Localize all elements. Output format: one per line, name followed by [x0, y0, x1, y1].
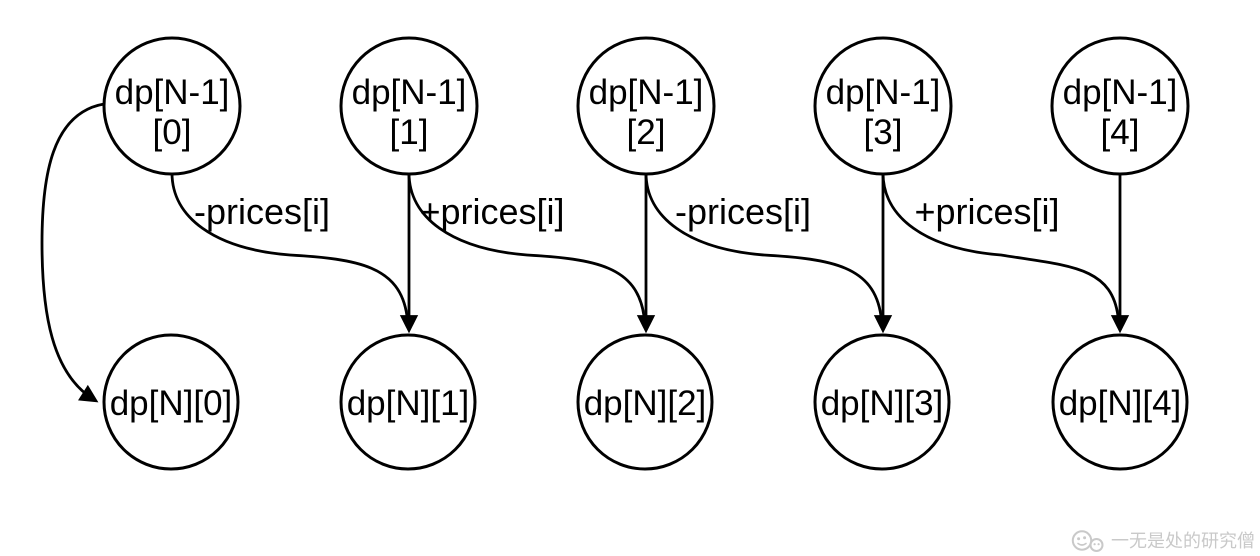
- node-label-line2: [0]: [153, 113, 192, 152]
- watermark-text: 一无是处的研究僧: [1111, 531, 1255, 551]
- node-circle: [1050, 36, 1190, 176]
- node-dpN-1-1: dp[N-1] [1]: [339, 36, 479, 176]
- node-label-line2: [1]: [390, 113, 429, 152]
- node-circle: [102, 333, 240, 471]
- node-dpN-3: dp[N][3]: [813, 333, 951, 471]
- node-circle: [813, 36, 953, 176]
- node-dpN-4: dp[N][4]: [1051, 333, 1189, 471]
- node-row-top: dp[N-1] [0] dp[N-1] [1] dp[N-1] [2] dp[N…: [102, 36, 1190, 176]
- arrow-dpN-1-2-to-dpN-3: [644, 172, 883, 317]
- node-label-line1: dp[N-1]: [115, 73, 230, 112]
- node-label: dp[N][1]: [347, 384, 470, 423]
- node-label-line1: dp[N-1]: [589, 73, 704, 112]
- node-label-line1: dp[N-1]: [1063, 73, 1178, 112]
- edge-label-group: -prices[i] +prices[i] -prices[i] +prices…: [194, 191, 1060, 232]
- node-label-line2: [4]: [1101, 113, 1140, 152]
- arrow-dpN-1-1-to-dpN-2: [407, 172, 646, 317]
- node-circle: [813, 333, 951, 471]
- node-circle: [576, 36, 716, 176]
- edge-label-plus-prices-1: +prices[i]: [419, 191, 564, 232]
- node-circle: [576, 333, 714, 471]
- arrow-dpN-1-3-to-dpN-4: [881, 172, 1120, 317]
- node-dpN-1-2: dp[N-1] [2]: [576, 36, 716, 176]
- node-label: dp[N][4]: [1059, 384, 1182, 423]
- wechat-watermark-icon: [1071, 530, 1104, 552]
- node-dpN-2: dp[N][2]: [576, 333, 714, 471]
- arrow-dpN-1-0-to-dpN-1: [170, 172, 409, 317]
- node-label: dp[N][0]: [110, 384, 233, 423]
- edge-label-minus-prices-1: -prices[i]: [194, 191, 330, 232]
- node-label: dp[N][2]: [584, 384, 707, 423]
- node-dpN-1-3: dp[N-1] [3]: [813, 36, 953, 176]
- arrow-dpN-1-0-to-dpN-0: [40, 102, 105, 403]
- node-circle: [1051, 333, 1189, 471]
- edge-label-minus-prices-2: -prices[i]: [675, 191, 811, 232]
- edge-group: [40, 102, 1130, 403]
- node-label: dp[N][3]: [821, 384, 944, 423]
- node-circle: [339, 36, 479, 176]
- node-circle: [339, 333, 477, 471]
- node-circle: [102, 36, 242, 176]
- node-dpN-1: dp[N][1]: [339, 333, 477, 471]
- edge-label-plus-prices-2: +prices[i]: [914, 191, 1059, 232]
- node-label-line1: dp[N-1]: [352, 73, 467, 112]
- node-label-line2: [3]: [864, 113, 903, 152]
- node-dpN-1-0: dp[N-1] [0]: [102, 36, 242, 176]
- node-label-line2: [2]: [627, 113, 666, 152]
- node-row-bottom: dp[N][0] dp[N][1] dp[N][2] dp[N][3] dp[N…: [102, 333, 1189, 471]
- node-label-line1: dp[N-1]: [826, 73, 941, 112]
- node-dpN-0: dp[N][0]: [102, 333, 240, 471]
- node-dpN-1-4: dp[N-1] [4]: [1050, 36, 1190, 176]
- watermark: 一无是处的研究僧: [1069, 529, 1255, 553]
